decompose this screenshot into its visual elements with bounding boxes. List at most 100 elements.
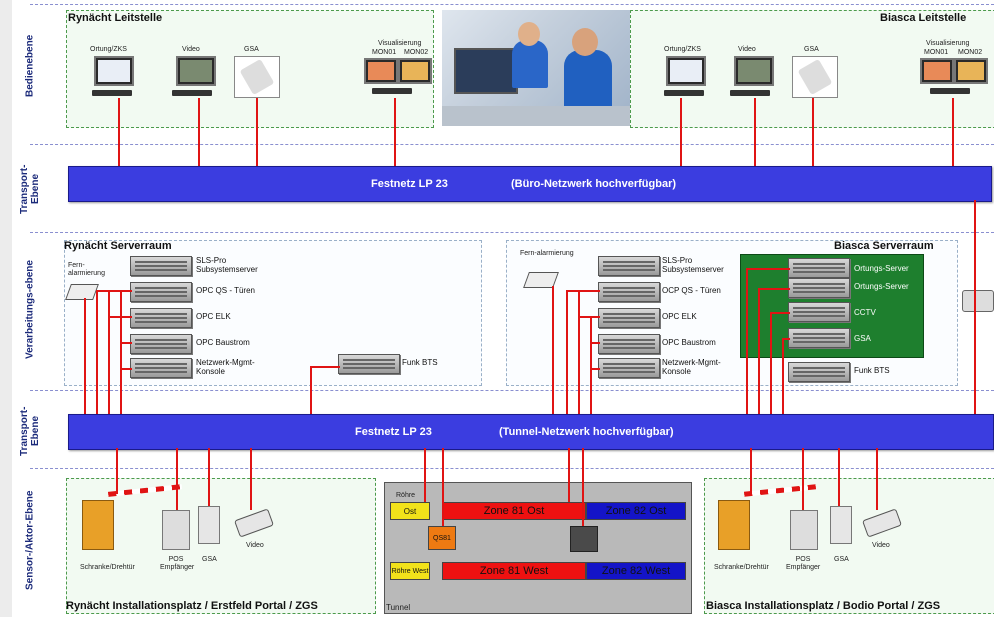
visu-mon01-label: MON01 — [924, 49, 949, 56]
connection-line — [770, 312, 772, 414]
server-icon — [130, 282, 192, 302]
roehre-label: Röhre — [396, 492, 416, 499]
pos-receiver-icon — [162, 510, 190, 550]
biasca-serverraum-title: Biasca Serverraum — [834, 240, 934, 252]
connection-line — [974, 200, 976, 414]
device-label-video: Video — [182, 46, 200, 53]
visualisierung-monitor-icon — [398, 58, 432, 84]
device-label-video: Video — [738, 46, 756, 53]
band-separator — [30, 144, 994, 145]
schranke-label: Schranke/Drehtür — [714, 564, 769, 571]
ortung-workstation-icon — [666, 56, 706, 86]
visualisierung-monitor-icon — [920, 58, 954, 84]
server-icon — [130, 256, 192, 276]
gsa-handset-icon — [792, 56, 838, 98]
connection-line — [746, 268, 790, 270]
band-separator — [30, 390, 994, 391]
connection-line — [176, 448, 178, 510]
layer-label-bedienebene: Bedienebene — [24, 34, 36, 98]
keyboard-icon — [664, 90, 704, 96]
barrier-gate-icon — [82, 500, 114, 550]
control-room-photo — [442, 10, 632, 126]
layer-label-transport-top: Transport-Ebene — [19, 164, 41, 214]
connection-line — [116, 448, 118, 494]
schranke-label: Schranke/Drehtür — [80, 564, 135, 571]
green-server-label: Ortungs-Server — [854, 282, 909, 291]
connection-line — [566, 290, 568, 414]
router-icon — [65, 284, 99, 300]
zone-81-west: Zone 81 West — [442, 562, 586, 580]
biasca-installationsplatz-title: Biasca Installationsplatz / Bodio Portal… — [706, 600, 941, 612]
bus2-name: Festnetz LP 23 — [355, 426, 432, 438]
device-label-ortung: Ortung/ZKS — [664, 46, 701, 53]
layer-label-transport-bottom: Transport-Ebene — [19, 406, 41, 456]
visu-label: Visualisierung — [926, 40, 970, 47]
green-server-label: GSA — [854, 334, 871, 343]
connection-line — [578, 316, 600, 318]
server-label: OPC QS - Türen — [196, 286, 255, 295]
connection-line — [750, 448, 752, 494]
green-server-label: Ortungs-Server — [854, 264, 909, 273]
fern-alarmierung-label: Fern-alarmierung — [68, 262, 105, 277]
bus2-description: (Tunnel-Netzwerk hochverfügbar) — [499, 426, 674, 438]
server-icon — [788, 258, 850, 278]
cross-passage-icon — [570, 526, 598, 552]
gsa-label: GSA — [834, 556, 849, 563]
gsa-label: GSA — [202, 556, 217, 563]
connection-line — [566, 290, 600, 292]
keyboard-icon — [930, 88, 970, 94]
server-icon — [130, 308, 192, 328]
device-label-gsa: GSA — [244, 46, 259, 53]
connection-line — [120, 368, 132, 370]
connection-line — [250, 448, 252, 510]
keyboard-icon — [92, 90, 132, 96]
band-separator — [30, 4, 994, 5]
connection-line — [590, 368, 600, 370]
green-server-label: CCTV — [854, 308, 876, 317]
zone-81-ost: Zone 81 Ost — [442, 502, 586, 520]
gsa-phone-icon — [830, 506, 852, 544]
connection-line — [876, 448, 878, 510]
connection-line — [442, 448, 444, 526]
connection-line — [394, 98, 396, 166]
rynaecht-leitstelle-title: Rynächt Leitstelle — [68, 12, 163, 24]
server-label: OPC Baustrom — [662, 338, 716, 347]
connection-line — [208, 448, 210, 506]
server-icon — [130, 334, 192, 354]
layer-label-sensor-aktor: Sensor-/Aktor-Ebene — [24, 490, 36, 590]
connection-line — [578, 290, 580, 414]
server-label: Netzwerk-Mgmt-Konsole — [662, 358, 721, 376]
pos-label: POS Empfänger — [160, 556, 195, 571]
server-label: OPC ELK — [196, 312, 231, 321]
connection-line — [746, 268, 748, 414]
connection-line — [118, 98, 120, 166]
funk-bts-label: Funk BTS — [402, 358, 438, 367]
connection-line — [310, 366, 312, 414]
band-separator — [30, 468, 994, 469]
server-icon — [130, 358, 192, 378]
connection-line — [782, 338, 790, 340]
visualisierung-monitor-icon — [954, 58, 988, 84]
connection-line — [424, 448, 426, 502]
connection-line — [812, 98, 814, 166]
festnetz-tunnel-bus: Festnetz LP 23 (Tunnel-Netzwerk hochverf… — [68, 414, 994, 450]
connection-line — [568, 448, 570, 502]
server-label: SLS-Pro Subsystemserver — [662, 256, 724, 274]
connection-line — [590, 342, 600, 344]
device-label-gsa: GSA — [804, 46, 819, 53]
festnetz-buero-bus: Festnetz LP 23 (Büro-Netzwerk hochverfüg… — [68, 166, 992, 202]
connection-line — [758, 288, 790, 290]
connection-line — [108, 290, 110, 414]
server-icon — [788, 302, 850, 322]
server-icon — [598, 358, 660, 378]
gsa-handset-icon — [234, 56, 280, 98]
layer-label-verarbeitungsebene: Verarbeitungs-ebene — [24, 260, 36, 360]
server-label: Netzwerk-Mgmt-Konsole — [196, 358, 255, 376]
connection-line — [96, 290, 132, 292]
visu-mon02-label: MON02 — [958, 49, 983, 56]
connection-line — [582, 448, 584, 526]
connection-line — [590, 316, 592, 414]
video-label: Video — [246, 542, 264, 549]
connection-line — [120, 290, 122, 414]
connection-line — [782, 338, 784, 414]
